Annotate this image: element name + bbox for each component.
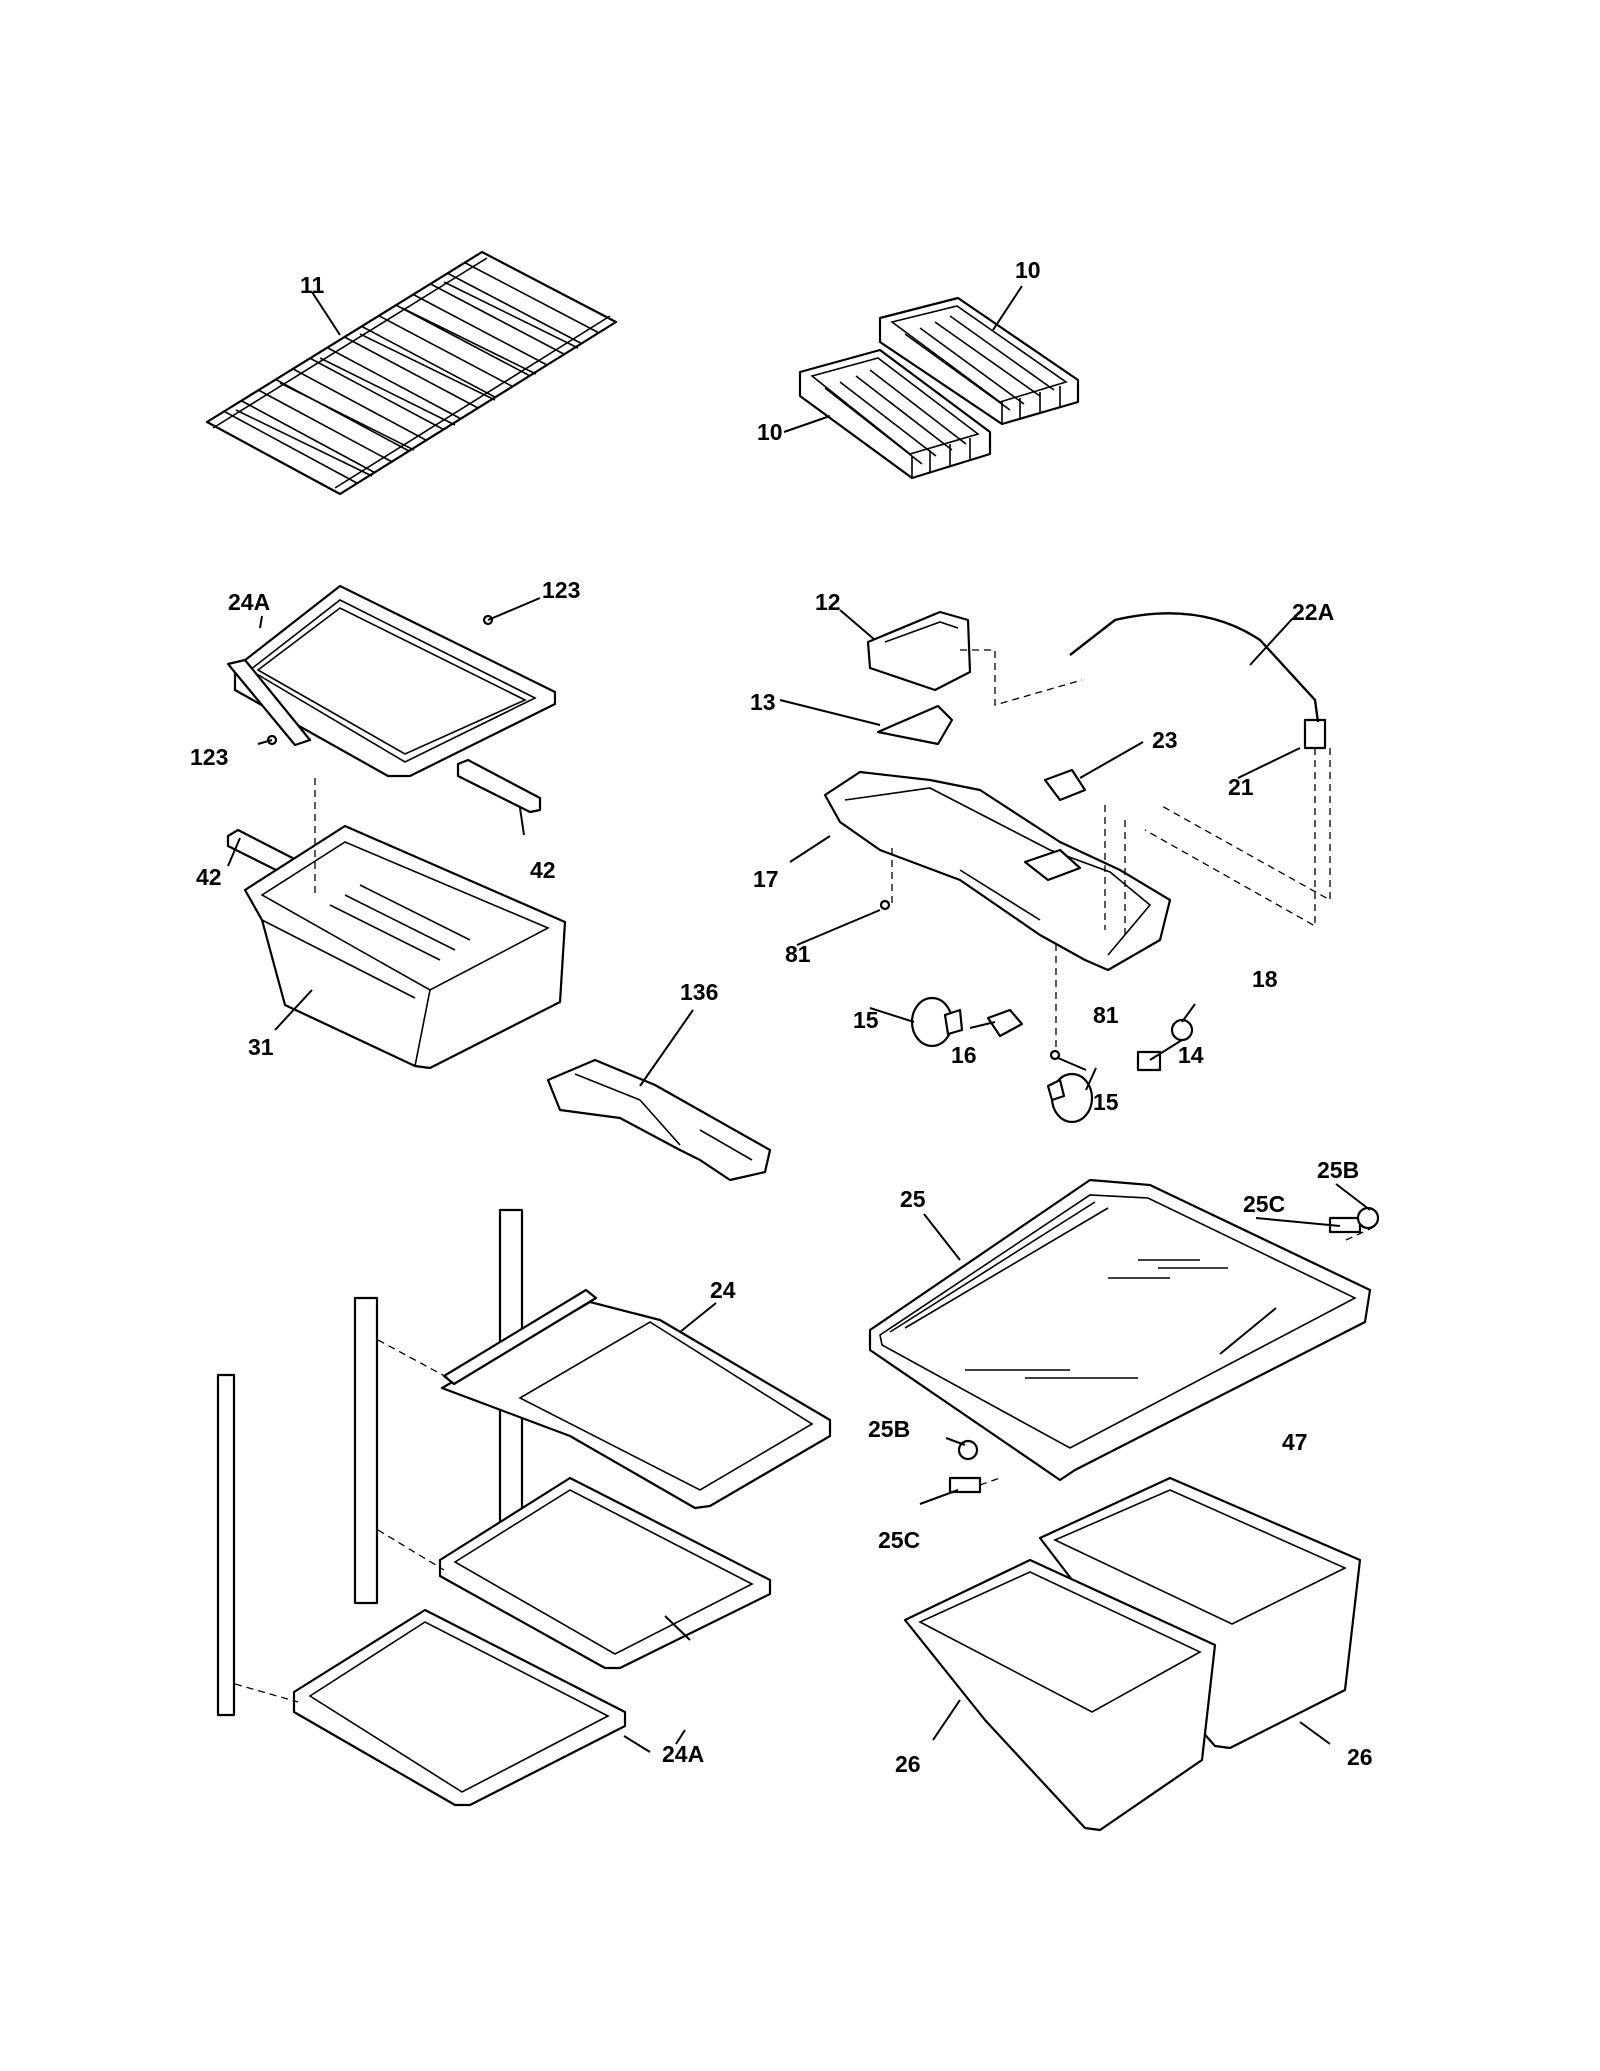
wire-shelf-bar bbox=[378, 315, 513, 388]
flap-part bbox=[876, 704, 954, 746]
glass-shelf-part bbox=[226, 584, 557, 778]
switch-part bbox=[1043, 768, 1087, 802]
callout-123: 123 bbox=[190, 744, 228, 770]
glass-shelf-part bbox=[438, 1476, 772, 1670]
wire-shelf-bar bbox=[258, 389, 393, 463]
callout-15: 15 bbox=[1093, 1089, 1119, 1115]
bin-part bbox=[866, 610, 972, 692]
wire-shelf-bar bbox=[223, 410, 358, 484]
callout-25C: 25C bbox=[878, 1527, 920, 1553]
callout-11: 11 bbox=[300, 272, 325, 298]
callout-24A: 24A bbox=[228, 589, 270, 615]
callout-123: 123 bbox=[542, 577, 580, 603]
callout-31: 31 bbox=[248, 1034, 274, 1060]
socket-part bbox=[1303, 718, 1327, 750]
callout-25C: 25C bbox=[1243, 1191, 1285, 1217]
callout-14: 14 bbox=[1178, 1042, 1204, 1068]
callout-25B: 25B bbox=[1317, 1157, 1359, 1183]
wire-shelf-bar bbox=[447, 272, 582, 345]
callout-labels: 11 10 10 24A 123 123 42 42 31 136 12 22A… bbox=[190, 257, 1373, 1777]
callout-24A: 24A bbox=[662, 1741, 704, 1767]
callout-42: 42 bbox=[196, 864, 222, 890]
callout-25: 25 bbox=[900, 1186, 926, 1212]
callout-42: 42 bbox=[530, 857, 556, 883]
wire-shelf-bar bbox=[361, 325, 496, 398]
wire-shelf-bar bbox=[240, 400, 375, 474]
knob-part bbox=[1170, 1018, 1194, 1042]
wire-shelf-bar bbox=[326, 346, 462, 420]
wire-shelf-bar bbox=[344, 336, 479, 409]
wire-shelf-bar bbox=[292, 368, 427, 441]
bulb-part bbox=[1046, 1072, 1094, 1124]
callout-18: 18 bbox=[1252, 966, 1278, 992]
callout-10: 10 bbox=[1015, 257, 1041, 283]
callout-24: 24 bbox=[710, 1277, 736, 1303]
glass-shelf-part bbox=[440, 1288, 832, 1510]
callout-22A: 22A bbox=[1292, 599, 1334, 625]
socket-part bbox=[986, 1008, 1024, 1038]
wire-shelf-part bbox=[205, 250, 618, 496]
wire-harness bbox=[1069, 612, 1320, 723]
callout-10: 10 bbox=[757, 419, 783, 445]
glass-shelf-part bbox=[292, 1608, 627, 1807]
callout-12: 12 bbox=[815, 589, 841, 615]
wire-shelf-bar bbox=[412, 293, 548, 366]
assembly-lines bbox=[234, 649, 1373, 1703]
callout-81: 81 bbox=[1093, 1002, 1119, 1028]
leader-lines bbox=[227, 285, 1371, 1753]
callout-21: 21 bbox=[1228, 774, 1254, 800]
callout-16: 16 bbox=[951, 1042, 977, 1068]
callout-17: 17 bbox=[753, 866, 779, 892]
ice-tray-part bbox=[798, 348, 992, 480]
crisper-drawer-part bbox=[903, 1558, 1217, 1832]
callout-26: 26 bbox=[1347, 1744, 1373, 1770]
crisper-cover-part bbox=[868, 1178, 1372, 1482]
callout-81: 81 bbox=[785, 941, 811, 967]
callout-23: 23 bbox=[1152, 727, 1178, 753]
callout-136: 136 bbox=[680, 979, 718, 1005]
callout-13: 13 bbox=[750, 689, 776, 715]
bulb-part bbox=[910, 996, 964, 1048]
housing-part bbox=[823, 770, 1172, 972]
crisper-drawer-part bbox=[243, 824, 567, 1070]
wire-shelf-bar bbox=[430, 283, 565, 355]
callout-25B: 25B bbox=[868, 1416, 910, 1442]
callout-47: 47 bbox=[1282, 1429, 1308, 1455]
callout-15: 15 bbox=[853, 1007, 879, 1033]
air-duct-part bbox=[546, 1058, 772, 1182]
wire-shelf-bar bbox=[464, 261, 600, 334]
ice-tray-part bbox=[878, 296, 1080, 426]
callout-26: 26 bbox=[895, 1751, 921, 1777]
wire-shelf-bar bbox=[309, 357, 444, 431]
